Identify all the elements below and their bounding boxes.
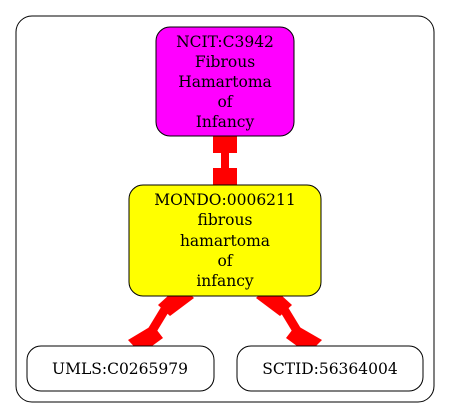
node-mondo-label-line-1: MONDO:0006211 [154, 191, 296, 209]
node-mondo-label-line-3: hamartoma [180, 232, 270, 250]
node-sctid-label: SCTID:56364004 [262, 360, 398, 378]
node-mondo-box [128, 184, 322, 297]
node-mondo-label-line-4: of [217, 252, 233, 270]
node-ncit-label-line-2: Fibrous [195, 53, 255, 71]
node-mondo-label-line-2: fibrous [198, 211, 253, 229]
node-ncit-label-line-1: NCIT:C3942 [176, 33, 274, 51]
node-sctid[interactable]: SCTID:56364004 [236, 345, 424, 392]
node-mondo-label-line-5: infancy [196, 272, 254, 290]
node-mondo[interactable]: MONDO:0006211 fibrous hamartoma of infan… [128, 184, 322, 297]
node-umls-box [26, 345, 215, 392]
node-ncit-label-line-3: Hamartoma [178, 73, 272, 91]
node-ncit-label-line-5: Infancy [196, 113, 255, 131]
node-sctid-box [236, 345, 424, 392]
node-ncit[interactable]: NCIT:C3942 Fibrous Hamartoma of Infancy [155, 26, 295, 137]
node-ncit-label-line-4: of [217, 93, 233, 111]
node-umls-label: UMLS:C0265979 [52, 360, 188, 378]
node-umls[interactable]: UMLS:C0265979 [26, 345, 215, 392]
node-ncit-box [155, 26, 295, 137]
